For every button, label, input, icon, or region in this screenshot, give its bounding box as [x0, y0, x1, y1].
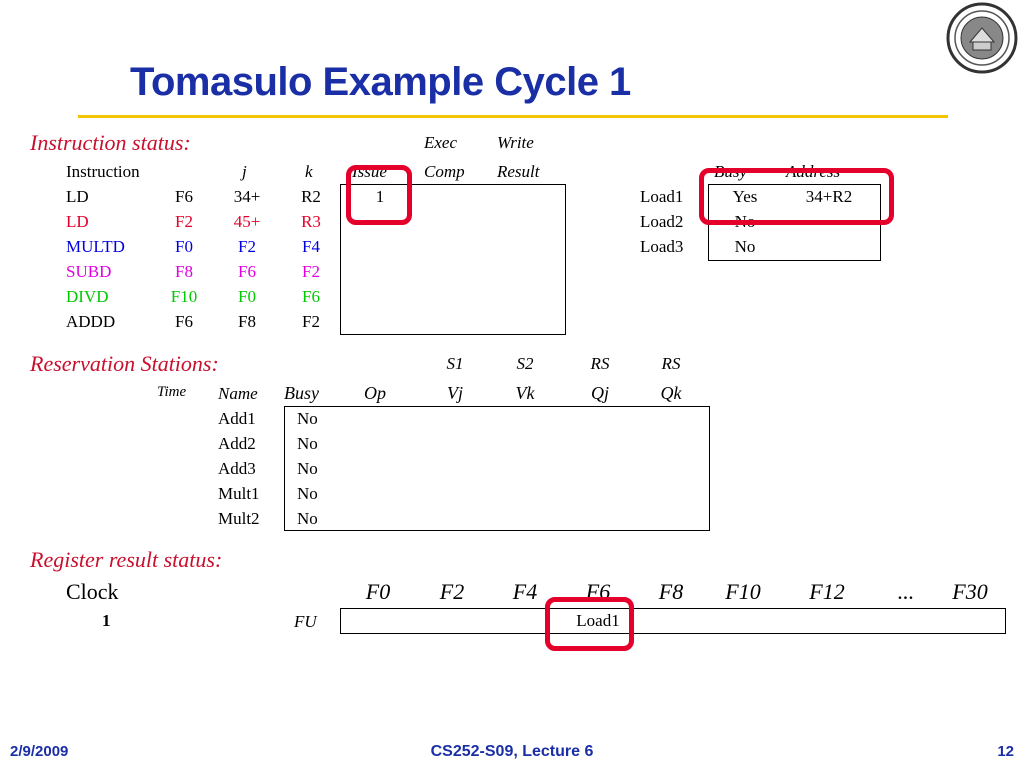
exec-header-top: Exec: [424, 133, 458, 152]
rs-busy: No: [297, 434, 318, 453]
register-header: F4: [512, 579, 538, 604]
footer-course: CS252-S09, Lecture 6: [430, 743, 594, 760]
rs-name: Mult2: [218, 509, 260, 528]
register-fu-box: [340, 608, 1006, 634]
page-number: 12: [997, 743, 1014, 760]
fu-label: FU: [294, 612, 317, 631]
j-header: j: [242, 162, 247, 181]
register-status-label: Register result status:: [30, 547, 223, 572]
instruction-k: F2: [238, 237, 256, 256]
instruction-op: ADDD: [66, 312, 116, 331]
footer-date: 2/9/2009: [10, 743, 69, 760]
instruction-op: LD: [66, 212, 89, 231]
instruction-reg: F6: [302, 287, 320, 306]
rs-name: Add2: [218, 434, 256, 453]
busy-header: Busy: [284, 383, 319, 403]
instruction-reg: R3: [301, 212, 321, 231]
register-header: F0: [365, 579, 391, 604]
instruction-status-label: Instruction status:: [30, 130, 191, 155]
rs-busy: No: [297, 459, 318, 478]
instruction-k: F6: [238, 262, 256, 281]
instruction-j: F6: [175, 312, 193, 331]
clock-label: Clock: [66, 579, 119, 604]
instruction-j: F2: [175, 212, 193, 231]
rs-busy: No: [297, 484, 318, 503]
reservation-stations-box: [284, 406, 710, 531]
instruction-k: F8: [238, 312, 256, 331]
load-buffer-name: Load2: [640, 212, 684, 231]
university-seal-icon: [946, 2, 1018, 74]
instruction-j: F0: [175, 237, 193, 256]
register-header: F2: [439, 579, 465, 604]
k-header: k: [305, 162, 313, 181]
vj-header: Vj: [447, 383, 463, 403]
rs-name: Mult1: [218, 484, 260, 503]
register-fu-value: Load1: [576, 611, 620, 630]
load-buffer-name: Load1: [640, 187, 684, 206]
instruction-op: LD: [66, 187, 89, 206]
instruction-reg: F2: [302, 312, 320, 331]
load-buffer-busy: No: [734, 237, 756, 256]
op-header: Op: [364, 383, 386, 403]
load1-highlight: [699, 168, 894, 225]
clock-value: 1: [102, 611, 111, 630]
instruction-reg: R2: [301, 187, 321, 206]
instruction-reg: F2: [302, 262, 320, 281]
exec-header-bottom: Comp: [424, 162, 465, 181]
instruction-j: F8: [175, 262, 193, 281]
s1-header-top: S1: [446, 354, 464, 373]
instruction-k: 45+: [233, 212, 261, 231]
register-header: F12: [809, 579, 845, 604]
rs-name: Add1: [218, 409, 256, 428]
qj-header: Qj: [591, 383, 609, 403]
load-buffer-busy: Yes: [732, 187, 758, 206]
rs-busy: No: [297, 509, 318, 528]
write-header-bottom: Result: [497, 162, 540, 181]
rs-qk-header-top: RS: [661, 354, 681, 373]
instruction-j: F6: [175, 187, 193, 206]
vk-header: Vk: [515, 383, 535, 403]
instruction-op: SUBD: [66, 262, 112, 281]
load-buffer-address: 34+R2: [805, 187, 853, 206]
register-header: F30: [952, 579, 988, 604]
rs-qj-header-top: RS: [590, 354, 610, 373]
register-header: F10: [725, 579, 761, 604]
f6-highlight: [545, 597, 634, 651]
instruction-header: Instruction: [66, 162, 140, 181]
time-header: Time: [157, 384, 187, 400]
instruction-op: MULTD: [66, 237, 125, 256]
issue-highlight: [346, 165, 412, 225]
qk-header: Qk: [660, 383, 682, 403]
instruction-reg: F4: [302, 237, 320, 256]
title-underline: [78, 115, 948, 118]
rs-name: Add3: [218, 459, 256, 478]
instruction-k: F0: [238, 287, 256, 306]
rs-busy: No: [297, 409, 318, 428]
register-header: ...: [897, 579, 915, 604]
instruction-j: F10: [170, 287, 198, 306]
instruction-status-box: [340, 184, 566, 335]
load-buffer-name: Load3: [640, 237, 684, 256]
slide-title: Tomasulo Example Cycle 1: [130, 60, 631, 104]
instruction-op: DIVD: [66, 287, 109, 306]
register-header: F8: [658, 579, 684, 604]
write-header-top: Write: [497, 133, 534, 152]
reservation-stations-label: Reservation Stations:: [30, 351, 219, 376]
s2-header-top: S2: [516, 354, 534, 373]
instruction-k: 34+: [233, 187, 261, 206]
instruction-issue: 1: [375, 187, 385, 206]
name-header: Name: [218, 384, 258, 403]
